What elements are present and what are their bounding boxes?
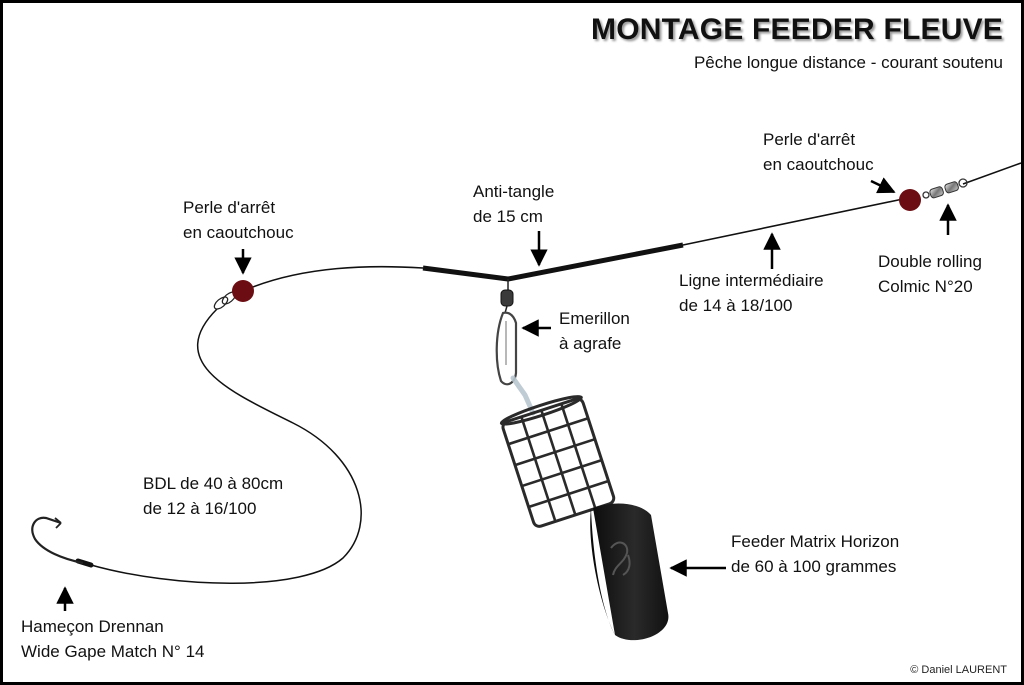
label-bead-right: Perle d'arrêt en caoutchouc	[763, 127, 874, 177]
label-swivel-line1: Double rolling	[878, 252, 982, 271]
label-feeder: Feeder Matrix Horizon de 60 à 100 gramme…	[731, 529, 899, 579]
label-swivel: Double rolling Colmic N°20	[878, 249, 982, 299]
diagram-subtitle: Pêche longue distance - courant soutenu	[693, 53, 1003, 72]
label-mainline-line2: de 14 à 18/100	[679, 296, 793, 315]
label-snap: Emerillon à agrafe	[559, 306, 630, 356]
label-hooklength: BDL de 40 à 80cm de 12 à 16/100	[143, 471, 283, 521]
feeder-cage	[499, 394, 616, 528]
label-swivel-line2: Colmic N°20	[878, 277, 973, 296]
hook-length-line	[90, 308, 362, 584]
label-bead-right-line2: en caoutchouc	[763, 155, 874, 174]
label-hooklength-line2: de 12 à 16/100	[143, 499, 257, 518]
rig-drawing	[31, 162, 1021, 641]
feeder-clip	[510, 375, 536, 416]
label-snap-line1: Emerillon	[559, 309, 630, 328]
rubber-bead-right	[899, 189, 921, 211]
label-antitangle: Anti-tangle de 15 cm	[473, 179, 554, 229]
label-hook-line2: Wide Gape Match N° 14	[21, 642, 205, 661]
intermediate-line	[682, 198, 904, 246]
main-line	[962, 162, 1021, 185]
snap-swivel	[495, 279, 518, 386]
line-to-antitangle	[242, 265, 424, 292]
diagram-title: MONTAGE FEEDER FLEUVE	[591, 13, 1003, 46]
label-hooklength-line1: BDL de 40 à 80cm	[143, 474, 284, 493]
label-mainline: Ligne intermédiaire de 14 à 18/100	[679, 268, 824, 318]
arrow-bead-right	[870, 177, 896, 194]
hook	[31, 516, 94, 568]
rubber-bead-left	[232, 280, 254, 302]
label-feeder-line1: Feeder Matrix Horizon	[731, 532, 900, 551]
label-snap-line2: à agrafe	[559, 334, 622, 353]
label-bead-left: Perle d'arrêt en caoutchouc	[183, 195, 294, 245]
feeder-lead	[590, 503, 669, 641]
double-rolling-swivel	[922, 178, 968, 199]
label-bead-left-line1: Perle d'arrêt	[183, 198, 276, 217]
label-hook: Hameçon Drennan Wide Gape Match N° 14	[21, 614, 205, 664]
label-bead-right-line1: Perle d'arrêt	[763, 130, 856, 149]
label-mainline-line1: Ligne intermédiaire	[679, 271, 824, 290]
label-feeder-line2: de 60 à 100 grammes	[731, 557, 897, 576]
anti-tangle-tube	[422, 242, 684, 282]
copyright-credit: © Daniel LAURENT	[910, 664, 1007, 676]
label-antitangle-line2: de 15 cm	[473, 207, 543, 226]
label-antitangle-line1: Anti-tangle	[473, 182, 555, 201]
label-hook-line1: Hameçon Drennan	[21, 617, 164, 636]
label-bead-left-line2: en caoutchouc	[183, 223, 294, 242]
